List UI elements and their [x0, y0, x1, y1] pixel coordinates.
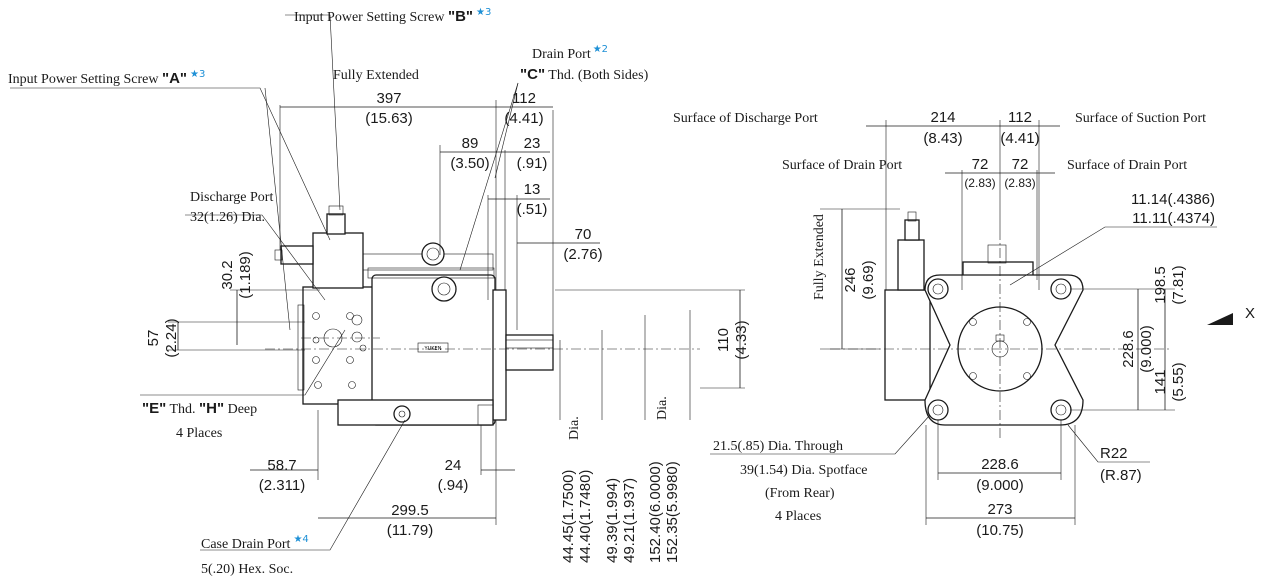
svg-text:Drain Port★2: Drain Port★2: [532, 44, 608, 62]
front-view-labels: Surface of Discharge Port Surface of Suc…: [673, 109, 1255, 539]
svg-text:Surface of Suction Port: Surface of Suction Port: [1075, 111, 1206, 126]
svg-text:(.51): (.51): [517, 201, 548, 218]
discharge-port-label: Discharge Port: [190, 190, 273, 205]
svg-text:4 Places: 4 Places: [176, 426, 222, 441]
svg-text:141: 141: [1152, 369, 1169, 394]
svg-text:112: 112: [512, 90, 536, 107]
svg-text:72: 72: [1012, 156, 1029, 173]
svg-text:Fully Extended: Fully Extended: [812, 214, 827, 300]
svg-text:24: 24: [445, 457, 462, 474]
svg-text:11.11(.4374): 11.11(.4374): [1132, 210, 1215, 227]
svg-text:30.2: 30.2: [219, 260, 236, 289]
svg-text:152.35(5.9980): 152.35(5.9980): [664, 461, 681, 563]
svg-text:(10.75): (10.75): [976, 522, 1024, 539]
svg-text:299.5: 299.5: [391, 502, 429, 519]
svg-text:(R.87): (R.87): [1100, 467, 1142, 484]
svg-text:39(1.54) Dia. Spotface: 39(1.54) Dia. Spotface: [740, 463, 868, 478]
svg-text:(2.83): (2.83): [1004, 176, 1035, 190]
fully-extended-label: Fully Extended: [333, 68, 419, 83]
svg-text:44.45(1.7500): 44.45(1.7500): [560, 470, 577, 563]
svg-text:23: 23: [524, 135, 541, 152]
svg-text:"E" Thd. "H" Deep: "E" Thd. "H" Deep: [142, 400, 257, 417]
svg-text:Dia.: Dia.: [655, 396, 670, 420]
svg-text:58.7: 58.7: [267, 457, 296, 474]
svg-text:228.6: 228.6: [981, 456, 1019, 473]
case-drain-plug: [393, 405, 411, 423]
svg-text:(9.000): (9.000): [976, 477, 1024, 494]
svg-text:44.40(1.7480): 44.40(1.7480): [577, 470, 594, 563]
view-x-label: X: [1245, 305, 1255, 322]
compensator-valve: [312, 232, 364, 289]
svg-text:(7.81): (7.81): [1170, 265, 1187, 304]
side-view-dimensions: [10, 14, 745, 551]
svg-text:273: 273: [987, 501, 1012, 518]
svg-text:152.40(6.0000): 152.40(6.0000): [647, 461, 664, 563]
svg-text:(1.189): (1.189): [237, 251, 254, 299]
svg-text:21.5(.85) Dia. Through: 21.5(.85) Dia. Through: [713, 439, 843, 454]
svg-text:Input Power Setting Screw "B"★: Input Power Setting Screw "B"★3: [294, 7, 491, 25]
svg-text:112: 112: [1008, 109, 1032, 126]
screw-b-label: Input Power Setting Screw: [294, 10, 448, 25]
svg-text:(3.50): (3.50): [450, 155, 489, 172]
svg-text:(.91): (.91): [517, 155, 548, 172]
svg-text:(4.41): (4.41): [1000, 130, 1039, 147]
front-view-dimensions: [710, 120, 1233, 525]
svg-text:57: 57: [145, 330, 162, 347]
svg-text:(2.76): (2.76): [563, 246, 602, 263]
nameplate: [417, 342, 449, 353]
svg-text:70: 70: [575, 226, 592, 243]
svg-text:397: 397: [376, 90, 401, 107]
svg-text:(2.311): (2.311): [259, 477, 305, 494]
svg-text:(From Rear): (From Rear): [765, 486, 835, 501]
svg-text:(8.43): (8.43): [923, 130, 962, 147]
front-flange: [492, 289, 507, 421]
svg-text:Case Drain Port★4: Case Drain Port★4: [201, 534, 309, 552]
side-view-pump: YUKEN: [265, 205, 700, 426]
svg-text:(5.55): (5.55): [1170, 362, 1187, 401]
drain-port-label: Drain Port: [532, 47, 591, 62]
svg-text:(15.63): (15.63): [365, 110, 413, 127]
svg-text:214: 214: [930, 109, 955, 126]
svg-text:(.94): (.94): [438, 477, 469, 494]
svg-text:(9.000): (9.000): [1138, 325, 1155, 373]
svg-text:13: 13: [524, 181, 541, 198]
svg-text:"C" Thd. (Both Sides): "C" Thd. (Both Sides): [520, 66, 649, 83]
screw-a-label: Input Power Setting Screw: [8, 72, 162, 87]
svg-text:R22: R22: [1100, 445, 1128, 462]
view-x-arrow: [1207, 313, 1233, 325]
svg-text:Dia.: Dia.: [567, 416, 582, 440]
svg-text:89: 89: [462, 135, 479, 152]
svg-text:Surface of Drain Port: Surface of Drain Port: [782, 158, 902, 173]
case-drain-label: Case Drain Port: [201, 537, 291, 552]
svg-text:110: 110: [715, 328, 732, 352]
svg-text:228.6: 228.6: [1120, 330, 1137, 368]
svg-text:(4.41): (4.41): [504, 110, 543, 127]
drive-shaft: [505, 334, 554, 371]
svg-text:Surface of Drain Port: Surface of Drain Port: [1067, 158, 1187, 173]
svg-text:Input Power Setting Screw "A"★: Input Power Setting Screw "A"★3: [8, 69, 205, 87]
svg-text:(2.24): (2.24): [163, 318, 180, 357]
front-view-pump: [830, 211, 1170, 440]
svg-text:72: 72: [972, 156, 989, 173]
svg-text:(2.83): (2.83): [964, 176, 995, 190]
side-view-labels: Input Power Setting Screw "B"★3 Input Po…: [8, 7, 750, 577]
svg-text:246: 246: [842, 267, 859, 292]
svg-text:32(1.26) Dia.: 32(1.26) Dia.: [190, 210, 265, 225]
svg-text:(4.33): (4.33): [733, 320, 750, 359]
svg-text:11.14(.4386): 11.14(.4386): [1131, 191, 1215, 208]
svg-text:4 Places: 4 Places: [775, 509, 821, 524]
svg-text:49.39(1.994): 49.39(1.994): [604, 478, 621, 563]
svg-text:(11.79): (11.79): [387, 522, 433, 539]
svg-text:5(.20) Hex. Soc.: 5(.20) Hex. Soc.: [201, 562, 293, 577]
svg-text:49.21(1.937): 49.21(1.937): [621, 478, 638, 563]
rear-cover-block: [302, 286, 376, 405]
svg-text:Surface of Discharge Port: Surface of Discharge Port: [673, 111, 818, 126]
svg-text:198.5: 198.5: [1152, 266, 1169, 304]
svg-text:(9.69): (9.69): [860, 260, 877, 299]
